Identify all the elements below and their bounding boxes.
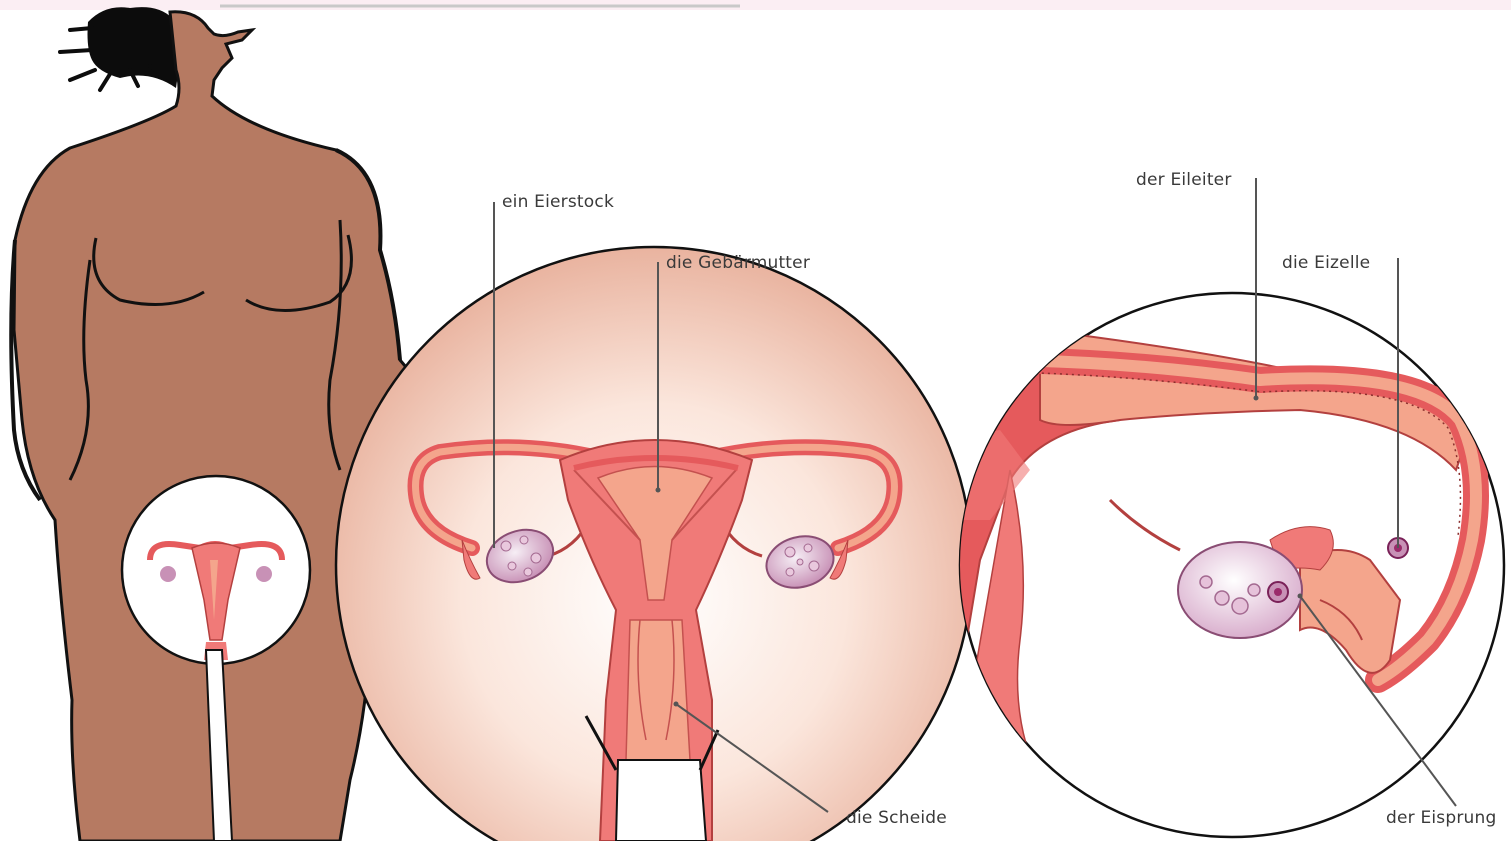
label-ovary: ein Eierstock xyxy=(502,192,614,212)
label-ovulation: der Eisprung xyxy=(1386,808,1511,828)
label-fallopian-tube: der Eileiter xyxy=(1136,170,1232,190)
ovulation-zoom-circle xyxy=(940,293,1504,841)
label-uterus: die Gebärmutter xyxy=(666,253,810,273)
uterus-zoom-circle xyxy=(336,247,972,841)
label-vagina: die Scheide xyxy=(846,808,947,828)
label-egg-cell: die Eizelle xyxy=(1282,253,1370,273)
